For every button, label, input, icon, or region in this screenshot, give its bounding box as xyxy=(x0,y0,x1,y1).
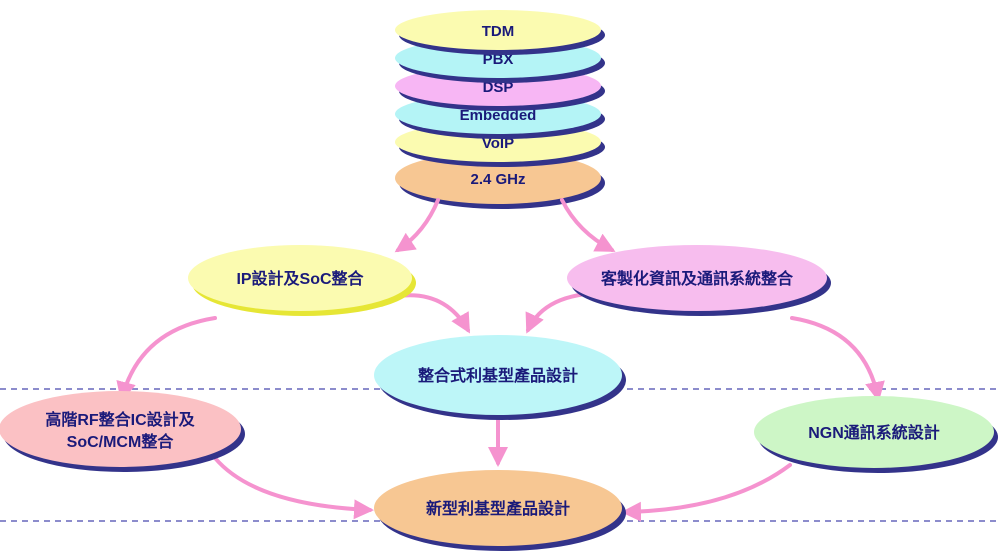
node-new-product: 新型利基型產品設計 xyxy=(374,470,626,551)
arrows xyxy=(116,198,885,522)
node-ngn-label: NGN通訊系統設計 xyxy=(808,423,940,442)
arrow-ngn-to-new-product xyxy=(621,463,792,522)
stack-label-voip: VoIP xyxy=(482,135,514,152)
node-rf-ic-label-line2: SoC/MCM整合 xyxy=(67,432,175,451)
stack-label-pbx: PBX xyxy=(483,51,514,68)
tech-stack: 2.4 GHz VoIP Embedded DSP PBX TDM xyxy=(395,10,605,209)
node-integrated-product: 整合式利基型產品設計 xyxy=(374,335,626,420)
arrow-custom-comm-to-ngn xyxy=(790,316,885,402)
arrow-stack-to-custom-comm xyxy=(560,198,616,252)
stack-label-dsp: DSP xyxy=(483,79,514,96)
stack-layer-tdm: TDM xyxy=(395,10,605,55)
node-rf-ic: 高階RF整合IC設計及 SoC/MCM整合 xyxy=(0,391,245,472)
node-new-product-label: 新型利基型產品設計 xyxy=(426,499,570,518)
arrow-rf-ic-to-new-product xyxy=(213,456,374,520)
stack-label-2-4ghz: 2.4 GHz xyxy=(470,171,525,188)
stack-label-tdm: TDM xyxy=(482,23,515,40)
node-custom-comm-label: 客製化資訊及通訊系統整合 xyxy=(601,269,794,288)
node-ngn: NGN通訊系統設計 xyxy=(754,396,998,473)
node-integrated-product-label: 整合式利基型產品設計 xyxy=(417,366,578,385)
node-ip-soc: IP設計及SoC整合 xyxy=(188,245,416,316)
arrow-stack-to-ip-soc xyxy=(394,198,440,253)
node-ip-soc-label: IP設計及SoC整合 xyxy=(236,269,364,288)
node-rf-ic-label-line1: 高階RF整合IC設計及 xyxy=(45,410,195,429)
arrow-ip-soc-to-integrated xyxy=(396,293,470,334)
stack-layer-2-4ghz: 2.4 GHz xyxy=(395,152,605,209)
node-custom-comm: 客製化資訊及通訊系統整合 xyxy=(567,245,831,316)
arrow-ip-soc-to-rf-ic xyxy=(116,316,217,402)
stack-label-embedded: Embedded xyxy=(460,107,537,124)
